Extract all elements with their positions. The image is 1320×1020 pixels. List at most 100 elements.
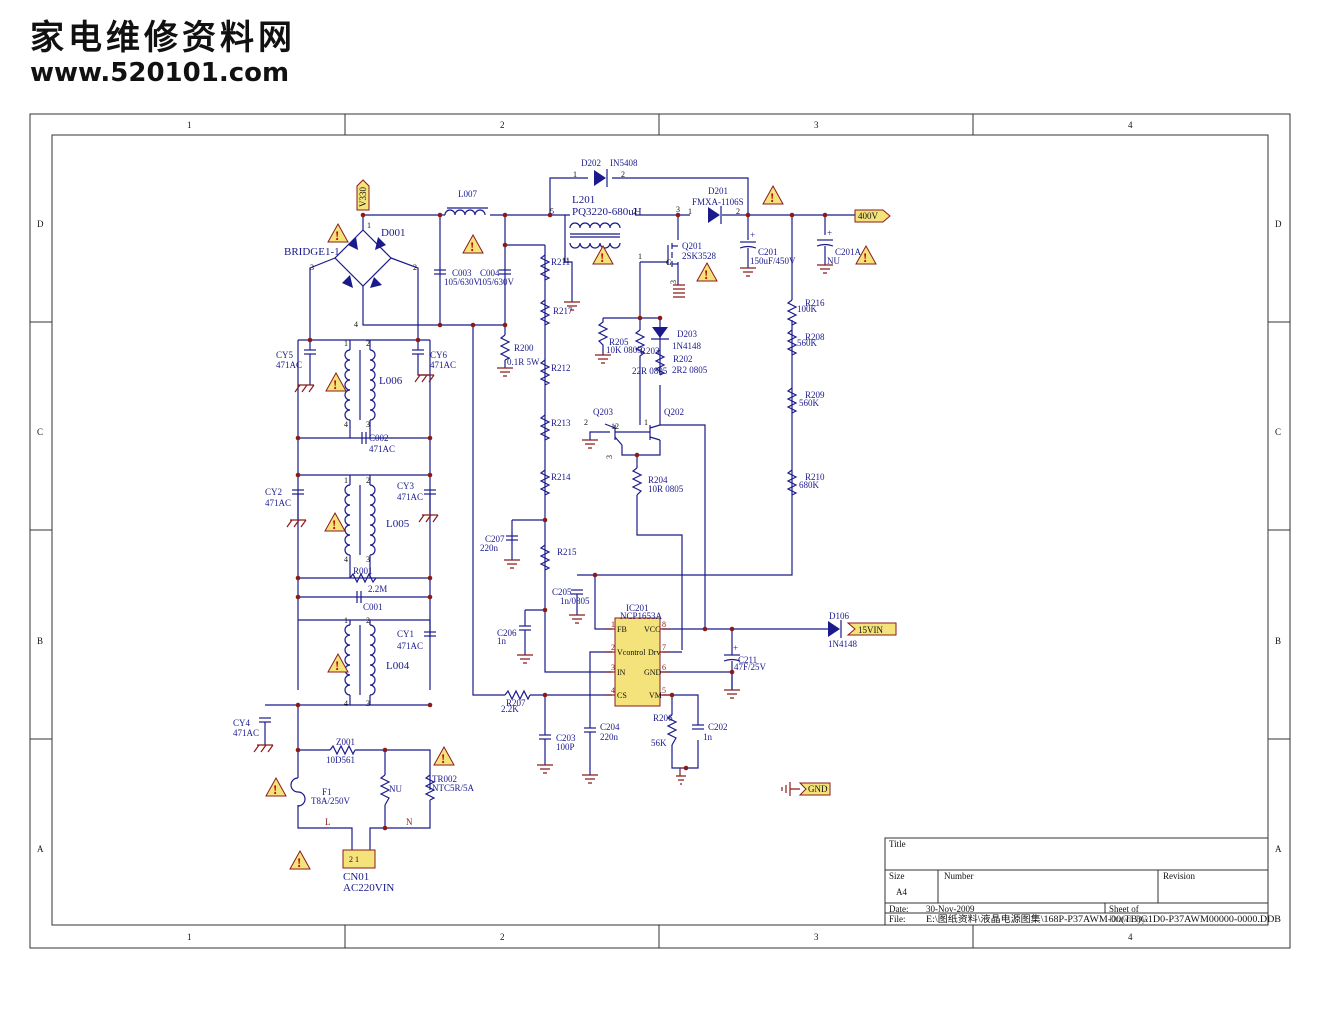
svg-text:5: 5 [662,686,666,695]
svg-text:Vcontrol: Vcontrol [617,648,646,657]
svg-text:R203: R203 [640,346,660,356]
svg-text:C204: C204 [600,722,620,732]
svg-text:R213: R213 [551,418,571,428]
row-left-b: B [37,636,43,646]
col-bottom-1: 1 [187,932,192,942]
svg-text:CY5: CY5 [276,350,294,360]
ground-symbols [253,264,833,796]
svg-text:C002: C002 [369,433,389,443]
svg-text:L201: L201 [572,194,595,206]
svg-text:Z001: Z001 [336,737,355,747]
svg-text:CY2: CY2 [265,487,282,497]
svg-text:2: 2 [366,616,370,625]
svg-text:471AC: 471AC [369,444,395,454]
warning-icon: ! [462,233,484,254]
svg-text:1: 1 [344,476,348,485]
svg-text:4: 4 [611,686,615,695]
row-left-c: C [37,427,43,437]
svg-text:CN01: CN01 [343,871,369,883]
title-block: Title Size A4 Number Revision Date: 30-N… [884,837,1281,926]
warning-icon: ! [762,184,784,205]
file-value: E:\图纸资料\液晶电源图集\168P-P37AWM-00(TB)G1D0-P3… [926,913,1281,924]
svg-text:220n: 220n [480,543,499,553]
outer-frame [29,113,1291,949]
warning-icon: ! [327,652,349,673]
col-top-2: 2 [500,120,505,130]
junction-dots [295,212,828,831]
svg-text:C203: C203 [556,733,576,743]
svg-text:NU: NU [389,784,402,794]
row-left-a: A [37,844,44,854]
svg-text:CY6: CY6 [430,350,448,360]
svg-text:!: ! [470,239,474,254]
col-top-4: 4 [1128,120,1133,130]
connector-cn01: 2 1 [342,849,376,869]
warning-icon: ! [324,511,346,532]
svg-text:!: ! [600,250,604,265]
warning-icon: ! [855,244,877,265]
svg-text:471AC: 471AC [265,498,291,508]
svg-text:2: 2 [611,643,615,652]
svg-text:2R2 0805: 2R2 0805 [672,365,708,375]
svg-text:R216: R216 [805,298,825,308]
fuse-f1 [290,777,306,807]
svg-text:2: 2 [736,207,740,216]
svg-text:G: G [666,258,672,267]
svg-text:4: 4 [354,320,358,329]
svg-text:471AC: 471AC [233,728,259,738]
svg-text:105/630V: 105/630V [444,277,481,287]
capacitors [259,239,834,775]
svg-text:CS: CS [617,691,627,700]
svg-text:1: 1 [688,207,692,216]
svg-text:471AC: 471AC [397,492,423,502]
svg-text:R204: R204 [648,475,668,485]
ic201-body [605,617,670,707]
svg-text:3: 3 [605,455,614,459]
svg-text:!: ! [704,267,708,282]
label-l007: L007 [458,189,477,199]
svg-text:C202: C202 [708,722,728,732]
svg-text:2.2M: 2.2M [368,584,387,594]
svg-text:VCC: VCC [644,625,660,634]
svg-text:680K: 680K [799,480,820,490]
capacitor-plus-marks: + + + [733,228,832,653]
svg-text:1: 1 [611,620,615,629]
svg-text:R210: R210 [805,472,825,482]
inductor-l007 [444,207,488,216]
svg-text:2SK3528: 2SK3528 [682,251,717,261]
svg-text:1: 1 [573,170,577,179]
svg-text:T8A/250V: T8A/250V [311,796,350,806]
svg-text:TR002: TR002 [432,774,457,784]
svg-text:2: 2 [621,170,625,179]
svg-text:C201A: C201A [835,247,862,257]
svg-text:FMXA-1106S: FMXA-1106S [692,197,744,207]
col-bottom-2: 2 [500,932,505,942]
svg-text:15VIN: 15VIN [858,625,883,635]
svg-text:7: 7 [662,643,666,652]
svg-text:C206: C206 [497,628,517,638]
row-right-c: C [1275,427,1281,437]
svg-text:R211: R211 [551,257,570,267]
svg-text:8: 8 [662,620,666,629]
svg-text:0.1R 5W: 0.1R 5W [507,357,540,367]
svg-text:4: 4 [344,555,348,564]
row-right-d: D [1275,219,1282,229]
watermark-url: www.520101.com [30,58,290,88]
warning-icon: ! [265,776,287,797]
watermark-chinese: 家电维修资料网 [30,18,296,58]
svg-text:Q203: Q203 [593,407,613,417]
svg-text:GND: GND [808,784,828,794]
svg-text:5: 5 [550,207,554,216]
svg-text:N: N [406,817,413,827]
number-label: Number [944,871,974,881]
label-bridge-name: D001 [381,227,405,239]
svg-text:L004: L004 [386,660,410,672]
svg-text:+: + [733,643,738,653]
file-label: File: [889,914,906,924]
svg-text:R202: R202 [673,354,693,364]
svg-text:2: 2 [413,263,417,272]
svg-text:NTC5R/5A: NTC5R/5A [432,783,475,793]
row-right-a: A [1275,844,1282,854]
